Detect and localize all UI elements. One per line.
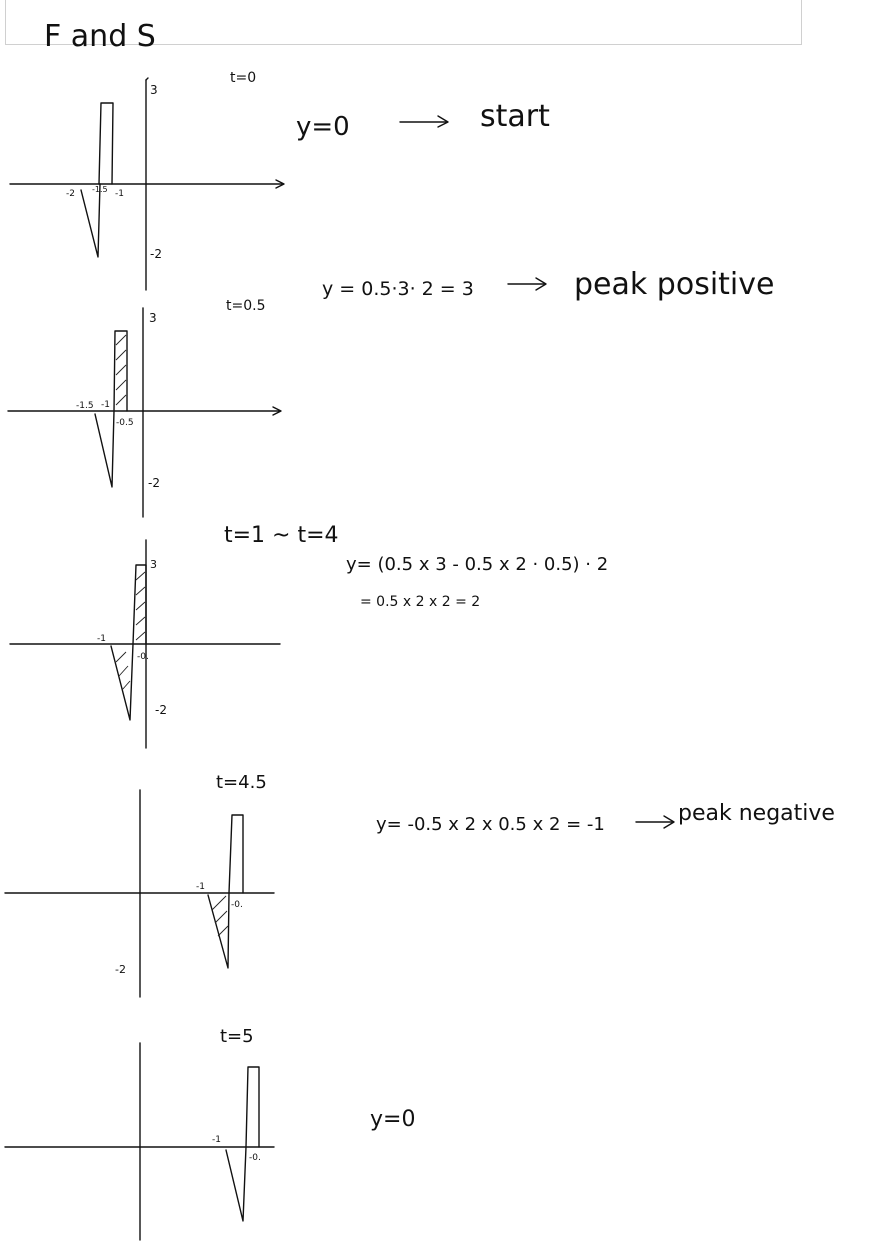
pulse-f [98,102,114,185]
equation: y=0 [296,112,350,142]
hatch-overlap [115,571,146,691]
pulse-f [228,814,244,894]
tick-x-1: -1 [212,1135,221,1145]
tick-x-2: -0. [137,652,149,662]
panel-t0: 3 -2 -2 -1.5 -1 t=0 y=0 start [9,70,550,291]
tick-bottom: -2 [148,476,160,490]
tick-bottom: -2 [150,247,162,261]
page-title: F and S [44,19,156,54]
tick-top: 3 [149,311,157,325]
arrow-head [663,815,675,829]
result-text: peak positive [574,267,774,302]
arrow-head [437,115,449,128]
result-text: peak negative [678,801,835,826]
panel-t05: 3 -2 -1.5 -1 -0.5 t=0.5 y = 0.5·3· 2 = 3… [7,267,774,518]
x-axis-arrow [275,179,285,189]
tick-x-2: -0. [231,900,243,910]
tick-top: 3 [150,83,158,97]
time-label: t=0 [230,70,256,86]
triangle-s [80,183,101,258]
triangle-s [94,410,115,488]
triangle-s [225,1146,247,1222]
tick-x-1: -1.5 [76,401,94,411]
panel-t45: -2 -1 -0. t=4.5 y= -0.5 x 2 x 0.5 x 2 = … [4,772,835,998]
y-axis-tip [145,77,149,81]
hatch-overlap [115,334,127,406]
triangle-s [110,643,134,721]
pulse-f [113,330,128,412]
pulse-f [132,564,147,645]
panel-t1-t4: 3 -2 -1 -0. t=1 ~ t=4 y= (0.5 x 3 - 0.5 … [9,523,608,749]
tick-x-2: -0. [249,1153,261,1163]
tick-x-3: -0.5 [116,418,134,428]
equation: y = 0.5·3· 2 = 3 [322,278,474,300]
time-label: t=1 ~ t=4 [224,523,339,548]
tick-x-1: -2 [66,189,75,199]
equation: y= (0.5 x 3 - 0.5 x 2 · 0.5) · 2 [346,554,608,575]
equation-line2: = 0.5 x 2 x 2 = 2 [360,594,480,610]
tick-x-1: -1 [196,882,205,892]
time-label: t=5 [220,1026,254,1047]
time-label: t=4.5 [216,772,267,793]
arrow-head [535,277,547,291]
x-axis-arrow [272,406,282,416]
triangle-s [207,892,230,969]
tick-x-3: -1 [115,189,124,199]
panel-t5: -1 -0. t=5 y=0 [4,1026,415,1241]
tick-bottom: -2 [155,703,167,717]
result-text: start [480,99,550,134]
tick-top: 3 [150,558,157,571]
pulse-f [245,1066,260,1148]
tick-x-1: -1 [97,634,106,644]
tick-x-2: -1.5 [92,185,108,194]
tick-bottom: -2 [115,963,126,976]
time-label: t=0.5 [226,298,265,314]
tick-x-2: -1 [101,400,110,410]
equation: y= -0.5 x 2 x 0.5 x 2 = -1 [376,814,605,835]
equation: y=0 [370,1107,415,1132]
hatch-overlap [211,895,229,937]
header-frame [5,0,802,45]
